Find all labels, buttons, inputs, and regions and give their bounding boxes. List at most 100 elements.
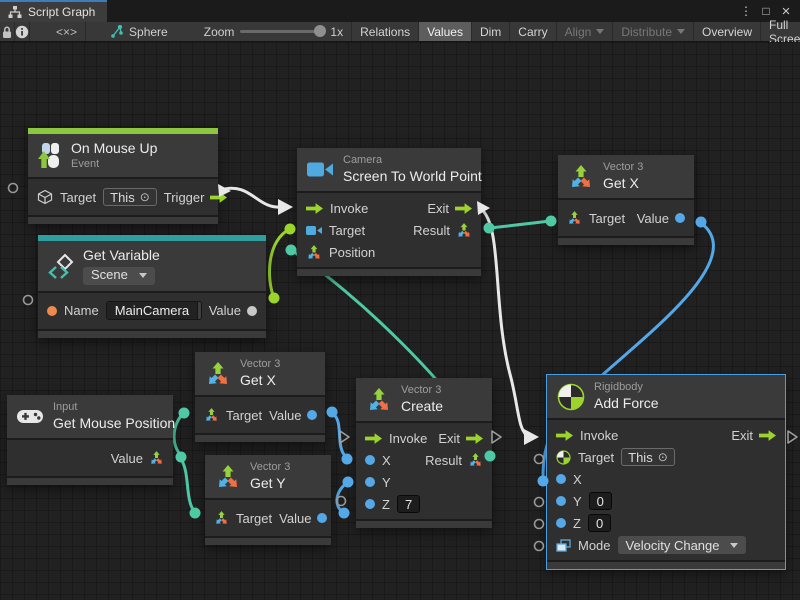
toolbar-button-align[interactable]: Align xyxy=(555,22,613,41)
object-picker-icon[interactable]: ⊙ xyxy=(657,450,668,465)
vector3-port-icon[interactable] xyxy=(306,244,322,260)
toolbar-button-fullscreen[interactable]: Full Screen xyxy=(760,18,800,46)
zoom-slider-handle[interactable] xyxy=(314,25,327,37)
value-port[interactable] xyxy=(317,513,328,524)
vector3-port-icon[interactable] xyxy=(468,453,483,467)
x-port[interactable] xyxy=(365,455,375,466)
zoom-slider-track[interactable] xyxy=(240,25,327,37)
variable-scope-dropdown[interactable]: Scene xyxy=(83,266,155,285)
close-icon[interactable]: × xyxy=(781,2,791,20)
toolbar-toggles: Relations Values Dim Carry Align Distrib… xyxy=(351,18,800,46)
exec-arrow-icon[interactable] xyxy=(455,202,472,214)
target-this-button[interactable]: This⊙ xyxy=(103,188,157,207)
z-port[interactable] xyxy=(556,518,566,529)
zoom-slider[interactable] xyxy=(234,22,330,41)
node-type: Vector 3 xyxy=(401,384,442,396)
value-port[interactable] xyxy=(307,410,318,421)
port-label-target: Target xyxy=(329,222,366,238)
object-picker-icon[interactable]: ⊙ xyxy=(139,190,150,205)
kebab-menu-icon[interactable]: ⋮ xyxy=(740,4,752,18)
exec-arrow-icon[interactable] xyxy=(306,202,323,214)
force-mode-dropdown[interactable]: Velocity Change xyxy=(617,536,747,555)
toolbar-button-carry[interactable]: Carry xyxy=(509,22,555,41)
value-port[interactable] xyxy=(247,305,257,316)
exec-arrow-icon[interactable] xyxy=(556,429,573,441)
node-title: Get Y xyxy=(250,474,286,491)
z-port[interactable] xyxy=(365,499,375,510)
node-title: Get Mouse Position xyxy=(53,414,176,431)
node-type: Rigidbody xyxy=(594,381,643,393)
port-label-x: X xyxy=(382,452,391,468)
vector3-port-icon[interactable] xyxy=(204,408,219,422)
port-label-target: Target xyxy=(60,189,97,205)
port-label-invoke: Invoke xyxy=(389,430,428,446)
toolbar-button-distribute[interactable]: Distribute xyxy=(612,22,693,41)
exec-arrow-icon[interactable] xyxy=(759,429,776,441)
rigidbody-icon xyxy=(557,383,585,411)
y-value-input[interactable]: 0 xyxy=(588,492,612,511)
code-preview-button[interactable]: <×> xyxy=(48,22,87,41)
node-footer xyxy=(28,215,218,225)
vector3-port-icon[interactable] xyxy=(456,222,472,238)
exec-arrow-icon[interactable] xyxy=(210,191,228,203)
vector3-port-icon[interactable] xyxy=(149,451,164,465)
node-title: Get X xyxy=(603,174,639,191)
y-port[interactable] xyxy=(556,496,566,507)
variable-name-dropdown[interactable]: MainCamera xyxy=(105,301,202,320)
tab-script-graph[interactable]: Script Graph xyxy=(0,0,108,22)
maximize-icon[interactable]: □ xyxy=(762,4,770,18)
exec-arrow-icon[interactable] xyxy=(365,432,382,444)
x-port[interactable] xyxy=(556,474,566,485)
vector3-port-icon[interactable] xyxy=(567,211,582,225)
value-port[interactable] xyxy=(675,213,685,224)
mouse-up-icon xyxy=(38,142,62,169)
vector3-port-icon[interactable] xyxy=(214,511,229,525)
vector3-icon xyxy=(205,361,231,386)
toolbar-button-overview[interactable]: Overview xyxy=(693,22,760,41)
rigidbody-port-icon[interactable] xyxy=(556,450,571,465)
node-type: Vector 3 xyxy=(240,358,281,370)
chevron-down-icon xyxy=(730,542,739,548)
graph-pointer[interactable]: Sphere xyxy=(110,22,168,41)
port-label-result: Result xyxy=(413,222,450,238)
toolbar-button-values[interactable]: Values xyxy=(418,22,471,41)
target-this-button[interactable]: This⊙ xyxy=(621,448,675,467)
info-button[interactable] xyxy=(15,22,30,41)
node-subtitle: Event xyxy=(71,157,100,170)
toolbar-button-dim[interactable]: Dim xyxy=(470,22,509,41)
force-mode-icon[interactable] xyxy=(556,539,571,552)
exec-arrow-icon[interactable] xyxy=(466,432,483,444)
lock-button[interactable] xyxy=(0,22,15,41)
graph-owner-label: Sphere xyxy=(129,24,168,39)
variable-name-caret[interactable] xyxy=(197,302,201,319)
port-label-y: Y xyxy=(573,493,582,509)
y-port[interactable] xyxy=(365,477,375,488)
chevron-down-icon xyxy=(596,29,605,34)
node-title: Get Variable xyxy=(83,247,160,263)
toolbar-button-relations[interactable]: Relations xyxy=(351,22,418,41)
z-value-input[interactable]: 7 xyxy=(396,495,421,514)
z-value-input[interactable]: 0 xyxy=(587,514,612,533)
window-controls: ⋮ □ × xyxy=(738,0,800,22)
node-get-variable[interactable]: Get Variable Scene Name MainCamera Value xyxy=(38,235,266,338)
camera-port-icon[interactable] xyxy=(306,225,322,236)
node-header[interactable]: Get Variable Scene xyxy=(38,241,266,291)
script-graph-icon xyxy=(8,5,22,19)
name-port[interactable] xyxy=(47,305,57,316)
